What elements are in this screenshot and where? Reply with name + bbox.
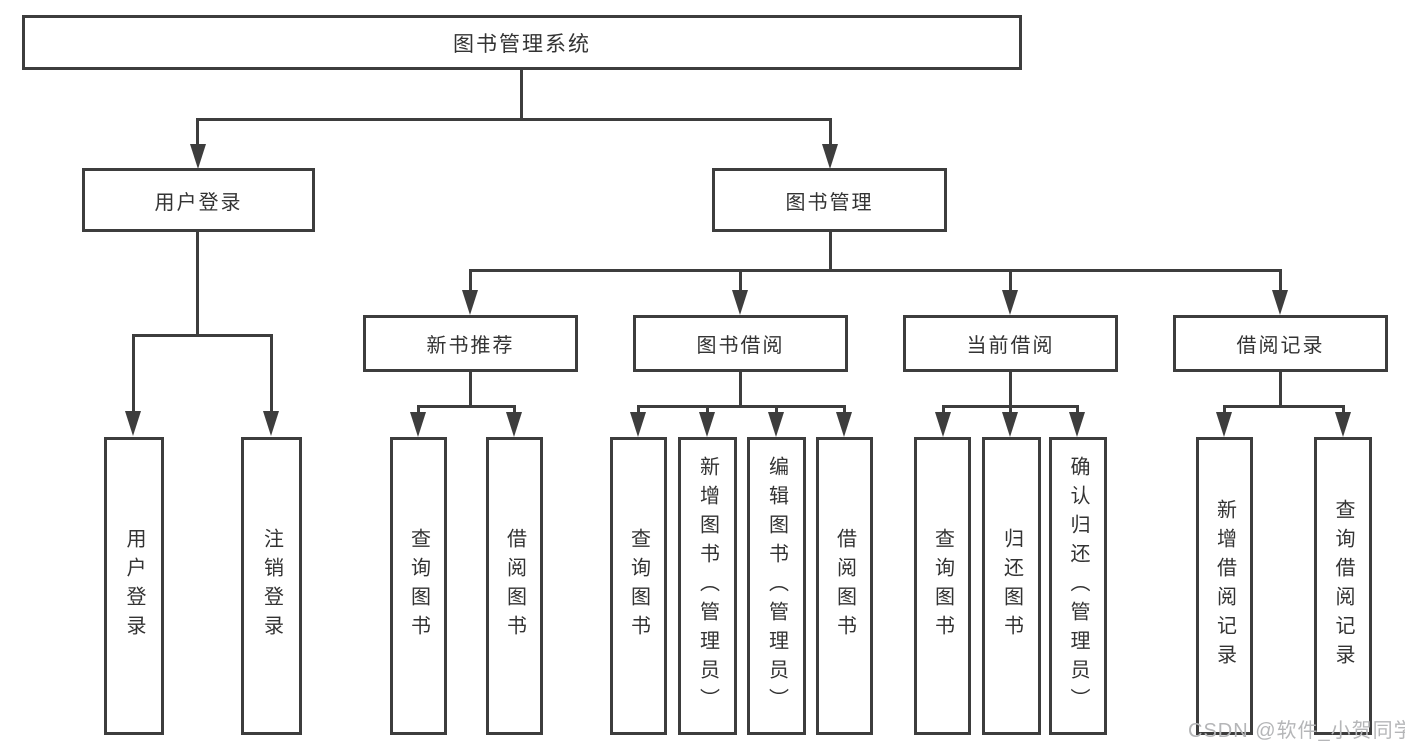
node-borrowing-records: 借阅记录 bbox=[1173, 315, 1388, 372]
leaf-query-books-recommend: 查询图书 bbox=[390, 437, 447, 735]
node-label: 查询借阅记录 bbox=[1332, 499, 1354, 673]
leaf-query-borrow-record: 查询借阅记录 bbox=[1314, 437, 1372, 735]
leaf-confirm-return-admin: 确认归还（管理员） bbox=[1049, 437, 1107, 735]
connector-line bbox=[1076, 405, 1079, 414]
connector-line bbox=[1342, 405, 1345, 414]
leaf-query-books-current: 查询图书 bbox=[914, 437, 971, 735]
arrow-down-icon bbox=[410, 412, 426, 437]
arrow-down-icon bbox=[125, 411, 141, 436]
arrow-down-icon bbox=[1002, 290, 1018, 315]
node-label: 借阅图书 bbox=[833, 528, 856, 644]
connector-line bbox=[1009, 372, 1012, 407]
leaf-return-book: 归还图书 bbox=[982, 437, 1041, 735]
connector-line bbox=[739, 269, 742, 293]
node-book-management: 图书管理 bbox=[712, 168, 947, 232]
leaf-query-books-borrowing: 查询图书 bbox=[610, 437, 667, 735]
connector-line bbox=[132, 334, 273, 337]
arrow-down-icon bbox=[506, 412, 522, 437]
node-label: 当前借阅 bbox=[966, 335, 1055, 357]
connector-line bbox=[1223, 405, 1226, 414]
node-label: 新书推荐 bbox=[426, 335, 515, 357]
connector-line bbox=[513, 405, 516, 414]
arrow-down-icon bbox=[822, 144, 838, 169]
connector-line bbox=[196, 118, 199, 146]
node-label: 注销登录 bbox=[260, 528, 283, 644]
node-label: 编辑图书（管理员） bbox=[765, 455, 788, 717]
node-label: 借阅图书 bbox=[503, 528, 526, 644]
connector-line bbox=[739, 372, 742, 407]
node-library-management-system: 图书管理系统 bbox=[22, 15, 1022, 70]
connector-line bbox=[637, 405, 640, 414]
node-label: 查询图书 bbox=[627, 528, 650, 644]
leaf-edit-book-admin: 编辑图书（管理员） bbox=[747, 437, 806, 735]
connector-line bbox=[417, 405, 420, 414]
node-new-book-recommendation: 新书推荐 bbox=[363, 315, 578, 372]
connector-line bbox=[520, 70, 523, 120]
leaf-user-login: 用户登录 bbox=[104, 437, 164, 735]
connector-line bbox=[1009, 269, 1012, 293]
node-label: 新增借阅记录 bbox=[1213, 499, 1236, 673]
node-label: 图书借阅 bbox=[696, 335, 785, 357]
leaf-logout: 注销登录 bbox=[241, 437, 302, 735]
connector-line bbox=[132, 334, 135, 414]
arrow-down-icon bbox=[732, 290, 748, 315]
connector-line bbox=[1279, 269, 1282, 293]
node-label: 借阅记录 bbox=[1236, 335, 1325, 357]
arrow-down-icon bbox=[462, 290, 478, 315]
arrow-down-icon bbox=[768, 412, 784, 437]
arrow-down-icon bbox=[1216, 412, 1232, 437]
connector-line bbox=[775, 405, 778, 414]
node-label: 图书管理 bbox=[785, 191, 874, 214]
arrow-down-icon bbox=[190, 144, 206, 169]
connector-line bbox=[469, 372, 472, 407]
connector-line bbox=[843, 405, 846, 414]
connector-line bbox=[829, 118, 832, 146]
arrow-down-icon bbox=[1002, 412, 1018, 437]
arrow-down-icon bbox=[1069, 412, 1085, 437]
connector-line bbox=[196, 232, 199, 336]
arrow-down-icon bbox=[935, 412, 951, 437]
connector-line bbox=[196, 118, 832, 121]
csdn-watermark: CSDN @软件_小贺同学 bbox=[1188, 720, 1405, 742]
node-label: 新增图书（管理员） bbox=[696, 455, 719, 717]
connector-line bbox=[1279, 372, 1282, 407]
connector-line bbox=[469, 269, 472, 293]
node-label: 图书管理系统 bbox=[453, 32, 591, 56]
leaf-borrow-books-recommend: 借阅图书 bbox=[486, 437, 543, 735]
node-book-borrowing: 图书借阅 bbox=[633, 315, 848, 372]
node-current-borrowing: 当前借阅 bbox=[903, 315, 1118, 372]
connector-line bbox=[1009, 405, 1012, 414]
node-label: 确认归还（管理员） bbox=[1067, 455, 1089, 717]
arrow-down-icon bbox=[836, 412, 852, 437]
arrow-down-icon bbox=[630, 412, 646, 437]
connector-line bbox=[270, 334, 273, 414]
connector-line bbox=[469, 269, 1282, 272]
node-label: 用户登录 bbox=[123, 528, 145, 644]
connector-line bbox=[942, 405, 945, 414]
node-user-login: 用户登录 bbox=[82, 168, 315, 232]
connector-line bbox=[1223, 405, 1345, 408]
leaf-add-book-admin: 新增图书（管理员） bbox=[678, 437, 737, 735]
leaf-add-borrow-record: 新增借阅记录 bbox=[1196, 437, 1253, 735]
connector-line bbox=[829, 232, 832, 272]
arrow-down-icon bbox=[1272, 290, 1288, 315]
leaf-borrow-books-borrowing: 借阅图书 bbox=[816, 437, 873, 735]
arrow-down-icon bbox=[263, 411, 279, 436]
connector-line bbox=[637, 405, 846, 408]
connector-line bbox=[417, 405, 516, 408]
arrow-down-icon bbox=[699, 412, 715, 437]
arrow-down-icon bbox=[1335, 412, 1351, 437]
node-label: 用户登录 bbox=[154, 191, 243, 214]
node-label: 归还图书 bbox=[1000, 528, 1023, 644]
connector-line bbox=[706, 405, 709, 414]
node-label: 查询图书 bbox=[407, 528, 430, 644]
node-label: 查询图书 bbox=[931, 528, 954, 644]
